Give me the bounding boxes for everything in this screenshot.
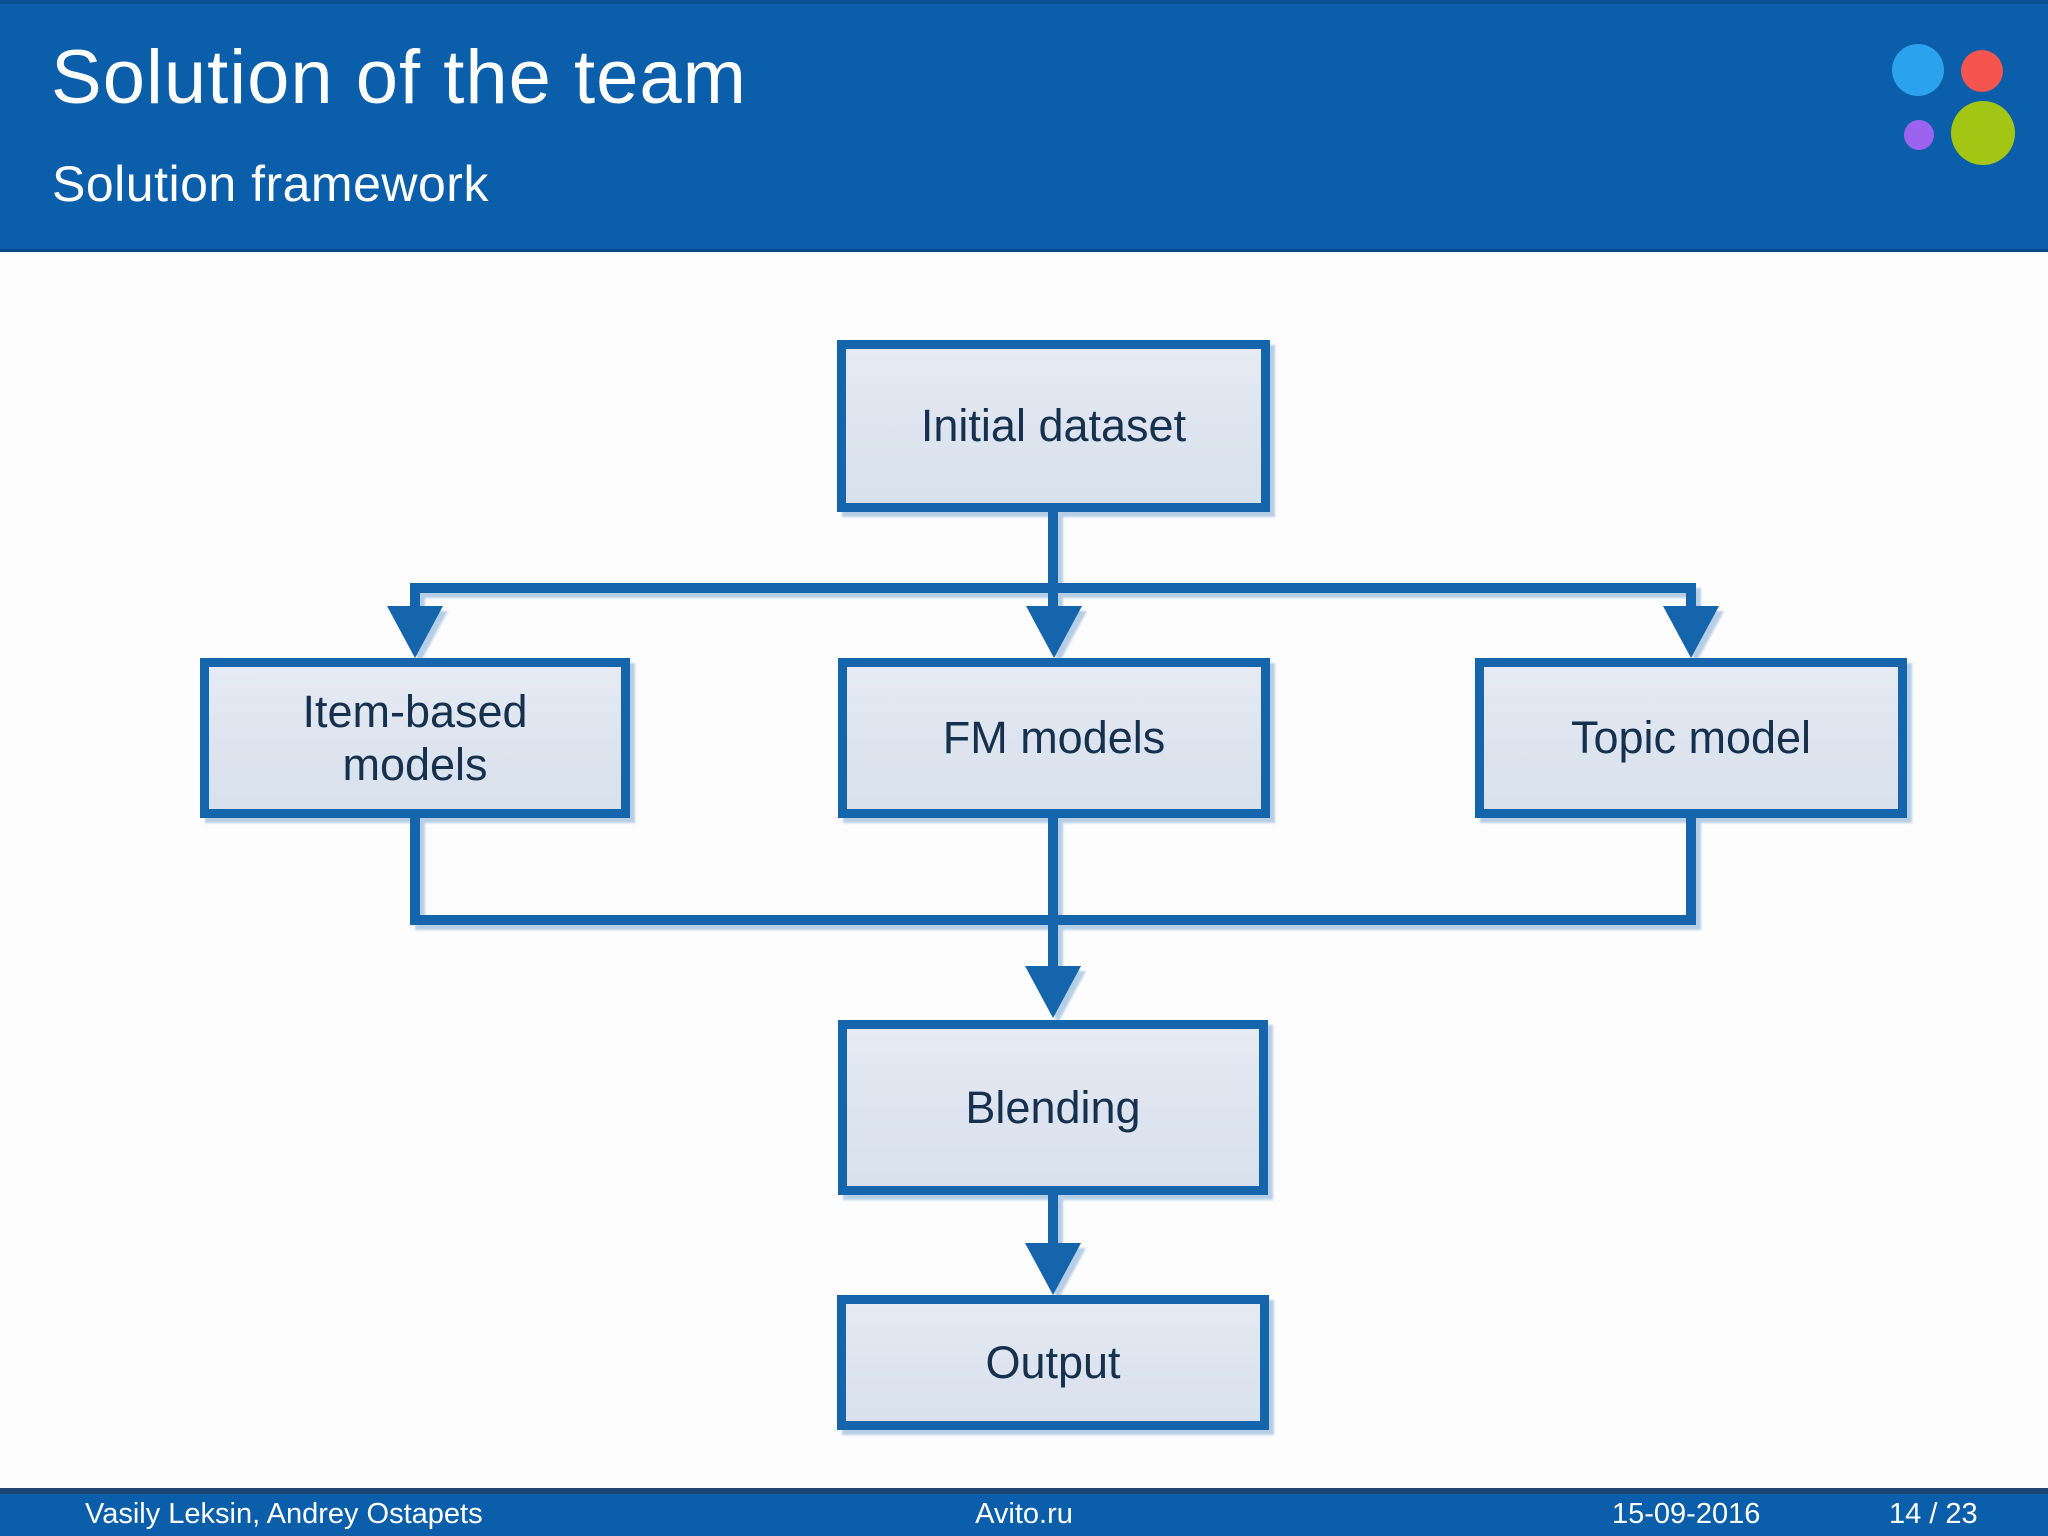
logo-dot-purple-icon [1904,120,1934,150]
arrowhead-fm-icon [1026,606,1082,658]
slide-title: Solution of the team [51,35,747,120]
connector-topic-down [1686,813,1696,925]
node-initial-dataset-label: Initial dataset [920,400,1187,452]
arrowhead-output-icon [1025,1243,1081,1295]
avito-logo-icon [1880,30,2030,180]
footer-bar: Vasily Leksin, Andrey Ostapets Avito.ru … [0,1488,2048,1536]
slide-subtitle: Solution framework [52,156,489,212]
header-top-edge [0,0,2048,4]
connector-stub-topic [1686,588,1696,612]
footer-page-number: 14 / 23 [1889,1498,1978,1530]
connector-blending-down [1048,1190,1058,1246]
node-item-based-models: Item-based models [200,658,630,818]
footer-date: 15-09-2016 [1612,1498,1761,1530]
arrowhead-item-based-icon [387,606,443,658]
connector-fm-down [1048,813,1058,968]
footer-authors: Vasily Leksin, Andrey Ostapets [85,1498,483,1530]
logo-dot-green-icon [1951,101,2015,165]
node-topic-model: Topic model [1475,658,1907,818]
node-topic-model-label: Topic model [1570,712,1812,764]
header-band: Solution of the team Solution framework [0,0,2048,252]
connector-item-based-down [410,813,420,925]
node-blending: Blending [838,1020,1268,1195]
logo-dot-red-icon [1961,50,2003,92]
node-item-based-models-label: Item-based models [302,685,528,790]
arrowhead-topic-icon [1663,606,1719,658]
arrowhead-blending-icon [1025,966,1081,1018]
connector-initial-down [1048,505,1058,590]
node-blending-label: Blending [965,1081,1141,1133]
connector-stub-fm [1048,588,1058,612]
node-output-label: Output [985,1336,1121,1388]
logo-dot-blue-icon [1892,44,1944,96]
node-output: Output [837,1295,1269,1430]
node-fm-models-label: FM models [942,712,1166,764]
footer-site: Avito.ru [975,1498,1073,1530]
connector-stub-item-based [410,588,420,612]
node-fm-models: FM models [838,658,1270,818]
node-initial-dataset: Initial dataset [837,340,1270,512]
